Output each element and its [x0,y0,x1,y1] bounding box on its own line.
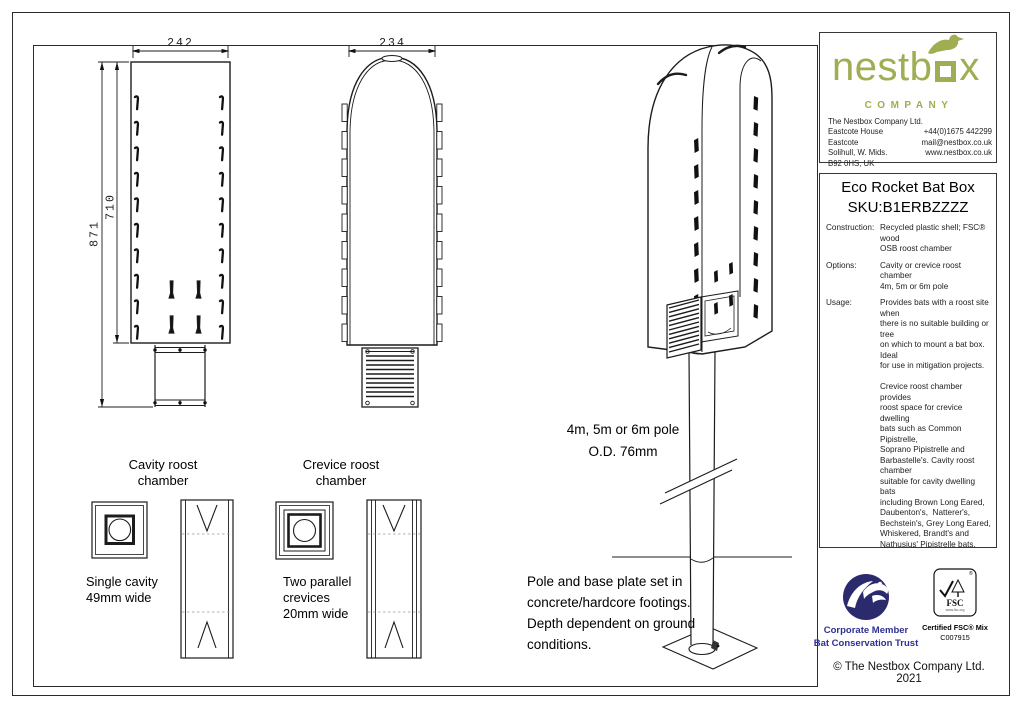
dim-total-height: 871 [88,220,102,247]
nestbox-logo: nestb x [832,47,980,87]
logo-subtitle: COMPANY [864,100,954,111]
fsc-url: www.fsc.org [945,608,965,612]
spec-list: Construction: Recycled plastic shell; FS… [820,223,996,548]
fsc-registered-mark: ® [969,571,973,577]
fsc-caption: Certified FSC® Mix C007915 [909,623,1001,642]
bct-caption-line2: Bat Conservation Trust [813,638,919,649]
dim-front-width: 242 [167,37,194,50]
pole-annotation: 4m, 5m or 6m pole O.D. 76mm [566,422,680,459]
product-sku: SKU:B1ERBZZZZ [847,198,969,216]
logo-text-pre: nestb [832,45,933,89]
isometric-view [612,44,792,670]
outer-page-border [12,12,1010,696]
spec-value: Recycled plastic shell; FSC® wood OSB ro… [880,223,986,253]
spec-label: Options: [826,260,857,270]
crevice-title: Crevice roost chamber [302,457,380,488]
cavity-section-drawings [91,499,234,659]
address-line: Solihull, W. Mids. [828,148,888,158]
crevice-caption: Two parallel crevices 20mm wide [283,574,352,621]
logo-text-post: x [959,45,980,89]
company-address: The Nestbox Company Ltd. Eastcote House +… [828,117,992,169]
address-line: The Nestbox Company Ltd. [828,117,923,126]
spec-label: Construction: [826,223,875,232]
brand-box: nestb x COMPANY The Nestbox Company Ltd.… [819,32,997,168]
cavity-title: Cavity roost chamber [128,457,198,488]
dim-side-width: 234 [379,37,406,50]
bct-logo [843,574,889,620]
spec-value: Provides bats with a roost site when the… [880,298,991,548]
copyright-notice: © The Nestbox Company Ltd. 2021 [833,661,985,685]
side-tabs [341,103,443,342]
bird-icon [928,34,964,54]
bct-caption: Corporate Member Bat Conservation Trust [811,624,921,650]
footing-annotation: Pole and base plate set in concrete/hard… [527,574,696,652]
address-line: Eastcote House [828,127,884,137]
logo-box-o-icon [935,61,957,82]
phone-number: +44(0)1675 442299 [923,127,992,137]
cavity-caption: Single cavity 49mm wide [86,574,158,605]
email-address: mail@nestbox.co.uk [921,137,992,147]
crevice-section-drawings [275,499,422,659]
iso-roost-chamber [666,290,739,359]
spec-row-usage: Usage: Provides bats with a roost site w… [820,298,996,548]
address-line: Eastcote [828,137,859,147]
spec-row-options: Options: Cavity or crevice roost chamber… [820,261,996,293]
side-roost-chamber [361,347,419,408]
spec-value: Cavity or crevice roost chamber 4m, 5m o… [880,260,961,291]
fsc-cert-line: Certified FSC® Mix [922,623,988,632]
dim-body-height: 710 [104,193,118,220]
bct-caption-line1: Corporate Member [823,625,909,636]
product-title: Eco Rocket Bat Box [841,179,975,196]
fsc-logo [933,568,977,617]
spec-row-construction: Construction: Recycled plastic shell; FS… [820,223,996,255]
website-url: www.nestbox.co.uk [925,148,992,158]
side-view [341,46,443,408]
fsc-wordmark: FSC [946,598,964,608]
address-line: B92 0HS, UK [828,158,875,168]
front-roost-chamber [153,345,207,407]
fsc-license-code: C007915 [940,632,970,642]
drawing-area-frame [33,45,818,687]
spec-label: Usage: [826,298,852,307]
product-info-box: Eco Rocket Bat Box SKU:B1ERBZZZZ Constru… [819,173,997,548]
front-view [98,46,231,408]
